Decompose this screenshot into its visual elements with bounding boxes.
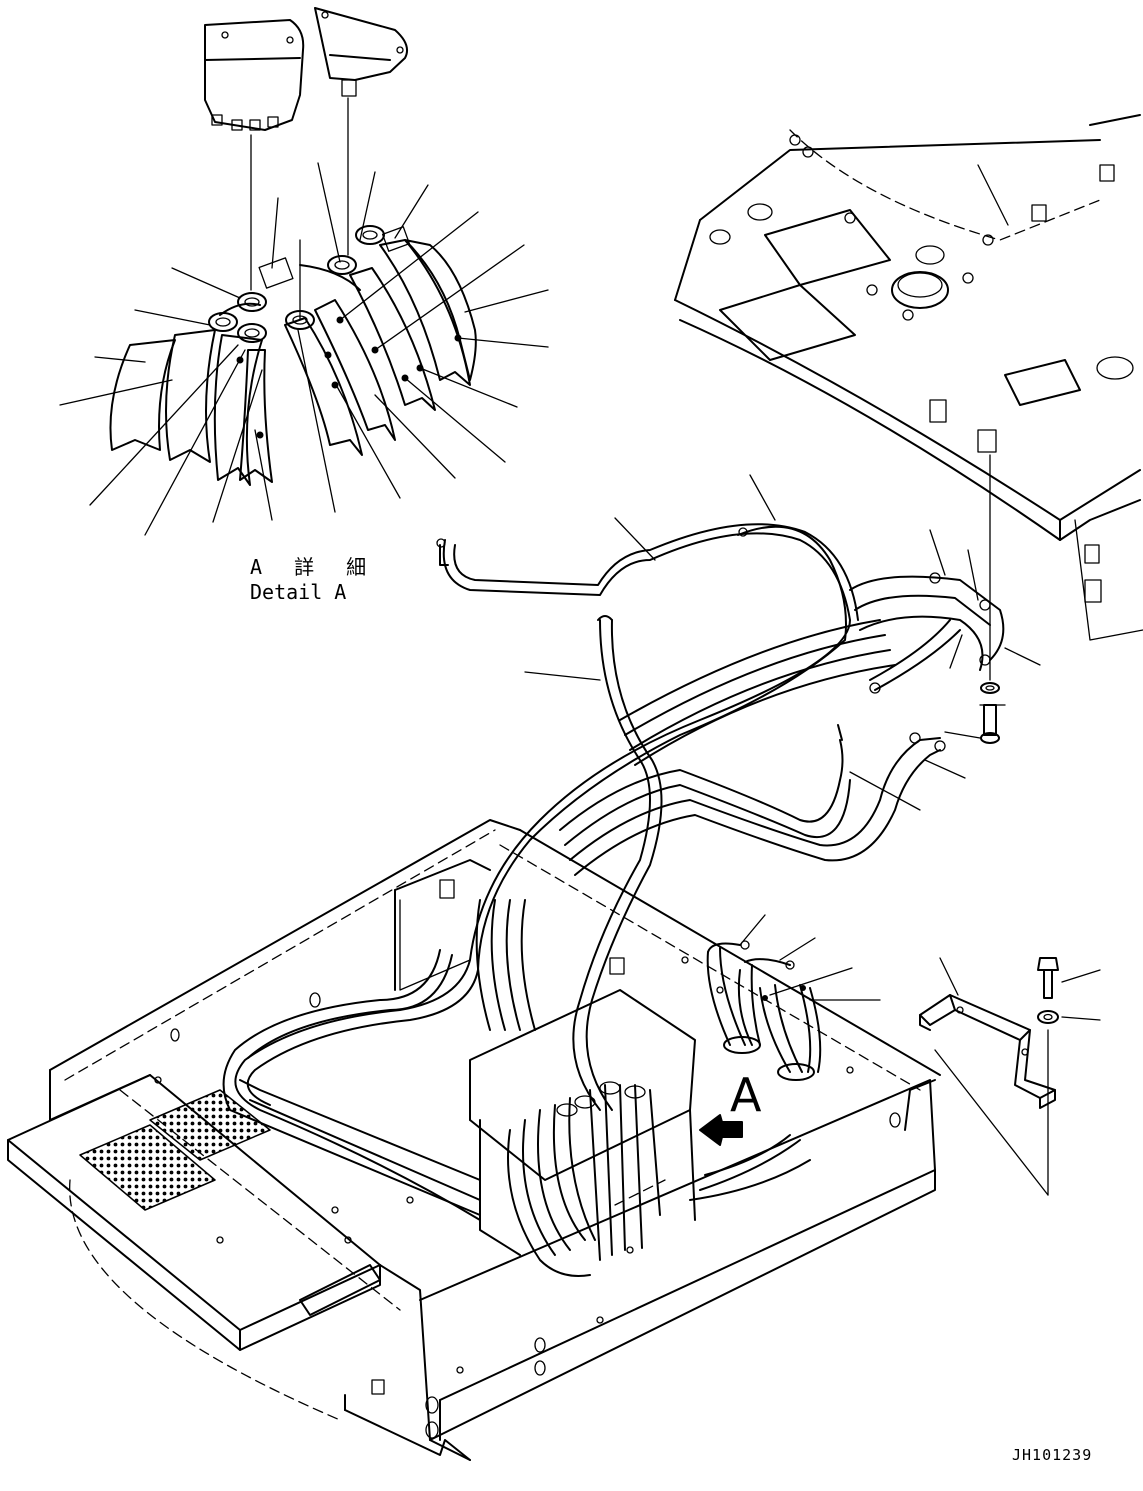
floor-cable-exits: [699, 914, 881, 1146]
switch-housing-right: [314, 7, 408, 97]
switch-housing-left: [204, 19, 305, 131]
detail-a-view: [59, 7, 549, 536]
detail-title-english: Detail A: [250, 580, 347, 604]
center-box: [469, 989, 811, 1277]
bracket-bolt-assembly-lower: [919, 957, 1101, 1196]
upper-frame: [674, 114, 1143, 641]
detail-title-japanese: A 詳 細: [250, 555, 377, 579]
drawing-number: JH101239: [1012, 1446, 1093, 1464]
view-marker-letter: A: [730, 1068, 762, 1122]
cable-fan: [109, 225, 477, 486]
cable-harness: [222, 523, 1005, 1221]
lower-frame: [7, 819, 941, 1461]
leader-lines-detail: [59, 162, 549, 536]
bracket-bolt-assembly-upper: [524, 454, 1041, 811]
